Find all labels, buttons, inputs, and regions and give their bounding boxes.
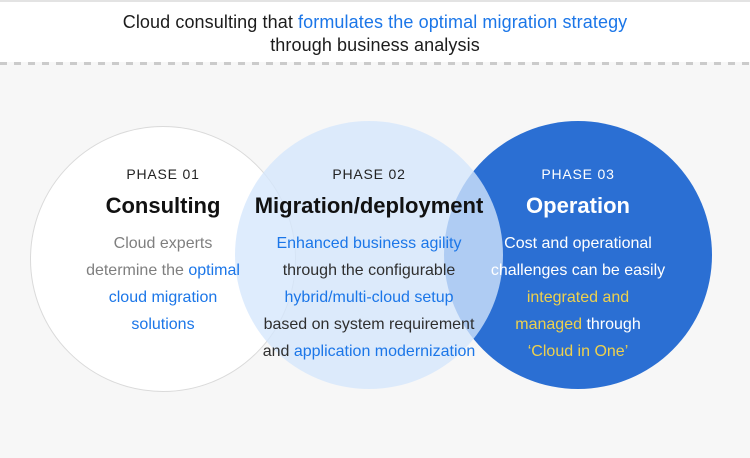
phase2-description: Enhanced business agility through the co…	[234, 230, 504, 365]
desc-line: Enhanced business agility	[234, 230, 504, 257]
text-segment: cloud migration	[108, 289, 218, 306]
header-banner: Cloud consulting that formulates the opt…	[0, 0, 750, 62]
text-segment: managed	[515, 316, 582, 333]
phase3-description: Cost and operational challenges can be e…	[455, 230, 701, 365]
text-segment: application modernization	[293, 343, 476, 360]
desc-line: integrated and	[455, 284, 701, 311]
desc-line: solutions	[40, 311, 286, 338]
desc-line: hybrid/multi-cloud setup	[234, 284, 504, 311]
phase2-title: Migration/deployment	[254, 193, 484, 218]
desc-line: Cost and operational	[455, 230, 701, 257]
phase1-content: PHASE 01 Consulting Cloud experts determ…	[40, 166, 286, 338]
phase2-content: PHASE 02 Migration/deployment Enhanced b…	[234, 166, 504, 365]
text-segment: through	[582, 316, 641, 333]
text-segment: integrated and	[526, 289, 630, 306]
desc-line: ‘Cloud in One’	[455, 338, 701, 365]
text-segment: through business analysis	[270, 35, 480, 55]
desc-line: based on system requirement	[234, 311, 504, 338]
text-segment: solutions	[131, 316, 195, 333]
desc-line: and application modernization	[234, 338, 504, 365]
text-segment: Cost and operational	[504, 235, 652, 252]
text-segment: through the configurable	[282, 262, 456, 279]
header-line-1: Cloud consulting that formulates the opt…	[0, 11, 750, 34]
desc-line: cloud migration	[40, 284, 286, 311]
desc-line: through the configurable	[234, 257, 504, 284]
phase2-label: PHASE 02	[332, 166, 406, 182]
desc-line: determine the optimal	[40, 257, 286, 284]
text-segment-highlight: formulates the optimal migration strateg…	[298, 12, 628, 32]
text-segment: challenges can be easily	[490, 262, 666, 279]
dashed-divider	[0, 62, 750, 65]
text-segment: Cloud experts	[113, 235, 213, 252]
phase3-label: PHASE 03	[541, 166, 615, 182]
desc-line: Cloud experts	[40, 230, 286, 257]
text-segment: ‘Cloud in One’	[527, 343, 629, 360]
desc-line: managed through	[455, 311, 701, 338]
text-segment: based on system requirement	[263, 316, 475, 333]
text-segment: Enhanced business agility	[276, 235, 462, 252]
text-segment: Cloud consulting that	[122, 12, 299, 32]
phase2-circle	[235, 121, 503, 389]
phase1-description: Cloud experts determine the optimal clou…	[40, 230, 286, 338]
phase3-title: Operation	[526, 193, 630, 218]
header-line-2: through business analysis	[0, 34, 750, 57]
text-segment: optimal	[188, 262, 240, 279]
text-segment: hybrid/multi-cloud setup	[284, 289, 454, 306]
text-segment: and	[262, 343, 294, 360]
phase1-label: PHASE 01	[126, 166, 200, 182]
desc-line: challenges can be easily	[455, 257, 701, 284]
phase1-title: Consulting	[105, 193, 221, 218]
text-segment: determine the	[86, 262, 189, 279]
phase3-content: PHASE 03 Operation Cost and operational …	[455, 166, 701, 365]
